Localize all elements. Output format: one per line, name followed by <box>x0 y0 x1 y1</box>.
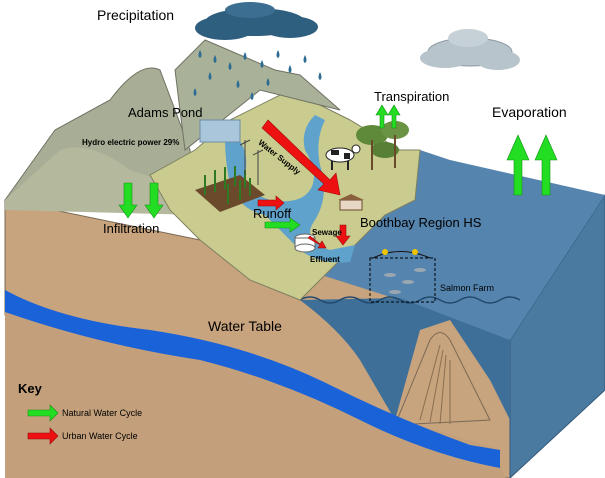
underwater-ridge <box>394 332 491 426</box>
ocean-body <box>300 298 510 420</box>
dam <box>199 119 241 143</box>
crop-field <box>195 175 265 212</box>
groundwater-river <box>5 290 500 468</box>
ridge-lines <box>419 344 451 425</box>
dark-cloud <box>195 2 318 40</box>
label-infiltration: Infiltration <box>103 221 160 236</box>
label-boothbay: Boothbay Region HS <box>360 215 482 230</box>
key-urban-label: Urban Water Cycle <box>62 431 138 441</box>
label-water-table: Water Table <box>208 318 282 334</box>
label-precipitation: Precipitation <box>97 7 175 23</box>
label-salmon-farm: Salmon Farm <box>440 283 495 293</box>
natural-arrows <box>27 104 558 422</box>
key-title: Key <box>18 381 42 396</box>
stream <box>225 115 355 263</box>
raindrops <box>193 50 322 100</box>
school-building <box>338 194 364 211</box>
light-cloud <box>420 29 520 70</box>
label-sewage: Sewage <box>312 228 342 237</box>
cow <box>325 144 361 170</box>
label-adams-pond: Adams Pond <box>128 105 203 120</box>
salmon-farm-pen <box>369 249 436 303</box>
sewage-tank <box>294 233 316 253</box>
trees <box>356 121 409 170</box>
label-effluent: Effluent <box>310 255 340 264</box>
label-evaporation: Evaporation <box>492 104 567 120</box>
wave-line <box>299 296 521 304</box>
label-hydro: Hydro electric power 29% <box>82 138 180 147</box>
urban-arrows <box>27 119 351 445</box>
label-runoff: Runoff <box>253 206 292 221</box>
crop-plants <box>204 166 251 204</box>
label-transpiration: Transpiration <box>374 89 450 104</box>
key-natural-label: Natural Water Cycle <box>62 408 143 418</box>
power-poles <box>239 139 264 185</box>
